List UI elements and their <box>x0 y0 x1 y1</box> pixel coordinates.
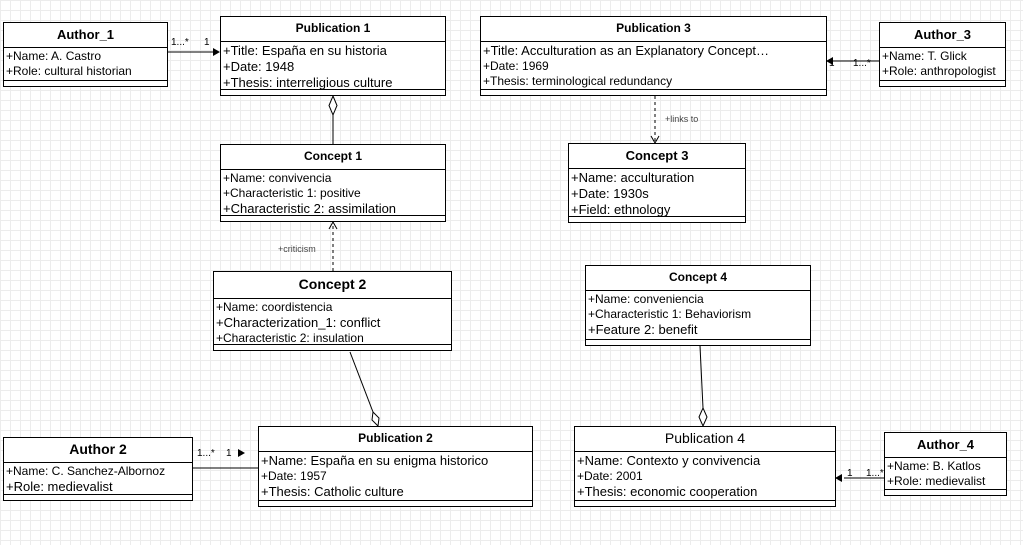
arrowhead-author4-pub4 <box>835 474 842 482</box>
multiplicity-author1-target: 1 <box>204 37 210 48</box>
class-title: Publication 4 <box>575 427 835 452</box>
class-title: Concept 3 <box>569 144 745 169</box>
class-title: Publication 3 <box>481 17 826 42</box>
edge-concept4-pub4[interactable] <box>699 345 704 409</box>
class-attribute: +Role: medievalist <box>887 474 986 488</box>
class-title: Concept 2 <box>214 272 451 299</box>
class-attribute: +Field: ethnology <box>571 202 671 217</box>
class-attribute: +Name: B. Katlos <box>887 459 981 473</box>
arrowhead-author2-pub2 <box>238 449 245 457</box>
class-attribute: +Characteristic 1: Behaviorism <box>588 307 752 321</box>
class-attribute: +Date: 1957 <box>261 469 327 483</box>
multiplicity-author2-target: 1 <box>226 448 232 459</box>
edge-concept2-pub2[interactable] <box>349 351 374 413</box>
multiplicity-author3-target: 1 <box>829 58 835 69</box>
class-attribute: +Thesis: terminological redundancy <box>483 74 673 88</box>
class-attribute: +Name: España en su enigma historico <box>261 453 489 468</box>
operations-divider <box>221 215 445 216</box>
arrowhead-author1-pub1 <box>213 48 220 56</box>
class-title: Author 2 <box>4 438 192 463</box>
class-publication-4[interactable]: Publication 4 +Name: Contexto y conviven… <box>574 426 836 507</box>
operations-divider <box>4 494 192 495</box>
class-attribute: +Title: Acculturation as an Explanatory … <box>483 43 770 58</box>
operations-divider <box>586 339 810 340</box>
multiplicity-author2-source: 1...* <box>197 448 215 459</box>
class-attribute: +Name: convivencia <box>223 171 332 185</box>
multiplicity-author4-target: 1 <box>847 468 853 479</box>
operations-divider <box>259 500 532 501</box>
class-concept-4[interactable]: Concept 4 +Name: conveniencia +Character… <box>585 265 811 346</box>
class-title: Publication 2 <box>259 427 532 452</box>
operations-divider <box>214 344 451 345</box>
class-author-4[interactable]: Author_4 +Name: B. Katlos +Role: medieva… <box>884 432 1007 496</box>
class-title: Publication 1 <box>221 17 445 42</box>
operations-divider <box>885 489 1006 490</box>
aggregation-diamond-pub2 <box>371 410 380 428</box>
class-attribute: +Feature 2: benefit <box>588 322 698 337</box>
multiplicity-author4-source: 1...* <box>866 468 884 479</box>
open-arrowhead-concept3 <box>650 135 660 145</box>
class-author-3[interactable]: Author_3 +Name: T. Glick +Role: anthropo… <box>879 22 1006 87</box>
class-attribute: +Name: C. Sanchez-Albornoz <box>6 464 166 478</box>
class-attribute: +Title: España en su historia <box>223 43 387 58</box>
operations-divider <box>575 500 835 501</box>
operations-divider <box>4 80 167 81</box>
class-title: Author_3 <box>880 23 1005 48</box>
class-attribute: +Characteristic 2: assimilation <box>223 201 397 216</box>
class-author-1[interactable]: Author_1 +Name: A. Castro +Role: cultura… <box>3 22 168 87</box>
class-attribute: +Name: T. Glick <box>882 49 967 63</box>
class-attribute: +Thesis: interreligious culture <box>223 75 393 90</box>
multiplicity-author3-source: 1...* <box>853 58 871 69</box>
class-attribute: +Date: 1969 <box>483 59 549 73</box>
multiplicity-author1-source: 1...* <box>171 37 189 48</box>
class-concept-2[interactable]: Concept 2 +Name: coordistencia +Characte… <box>213 271 452 351</box>
class-title: Author_1 <box>4 23 167 48</box>
operations-divider <box>880 80 1005 81</box>
class-attribute: +Thesis: economic cooperation <box>577 484 758 499</box>
open-arrowhead-concept1 <box>328 220 338 230</box>
class-attribute: +Name: acculturation <box>571 170 695 185</box>
class-attribute: +Thesis: Catholic culture <box>261 484 404 499</box>
class-concept-3[interactable]: Concept 3 +Name: acculturation +Date: 19… <box>568 143 746 223</box>
operations-divider <box>481 89 826 90</box>
class-publication-3[interactable]: Publication 3 +Title: Acculturation as a… <box>480 16 827 96</box>
class-publication-2[interactable]: Publication 2 +Name: España en su enigma… <box>258 426 533 507</box>
class-concept-1[interactable]: Concept 1 +Name: convivencia +Characteri… <box>220 144 446 222</box>
class-attribute: +Name: A. Castro <box>6 49 102 63</box>
class-attribute: +Name: conveniencia <box>588 292 704 306</box>
class-attribute: +Name: coordistencia <box>216 300 333 314</box>
class-attribute: +Role: anthropologist <box>882 64 996 78</box>
class-title: Author_4 <box>885 433 1006 458</box>
class-attribute: +Name: Contexto y convivencia <box>577 453 761 468</box>
class-attribute: +Date: 1948 <box>223 59 295 74</box>
class-attribute: +Characteristic 2: insulation <box>216 331 364 345</box>
dependency-label-links-to: +links to <box>665 114 699 124</box>
class-title: Concept 4 <box>586 266 810 291</box>
operations-divider <box>221 89 445 90</box>
class-attribute: +Date: 2001 <box>577 469 643 483</box>
class-attribute: +Date: 1930s <box>571 186 649 201</box>
class-author-2[interactable]: Author 2 +Name: C. Sanchez-Albornoz +Rol… <box>3 437 193 501</box>
class-title: Concept 1 <box>221 145 445 170</box>
operations-divider <box>569 216 745 217</box>
class-publication-1[interactable]: Publication 1 +Title: España en su histo… <box>220 16 446 96</box>
aggregation-diamond-pub4 <box>698 406 708 428</box>
class-attribute: +Role: medievalist <box>6 479 113 494</box>
class-attribute: +Characterization_1: conflict <box>216 315 381 330</box>
aggregation-diamond-pub1 <box>328 94 338 117</box>
class-attribute: +Role: cultural historian <box>6 64 132 78</box>
class-attribute: +Characteristic 1: positive <box>223 186 361 200</box>
dependency-label-criticism: +criticism <box>278 244 316 254</box>
